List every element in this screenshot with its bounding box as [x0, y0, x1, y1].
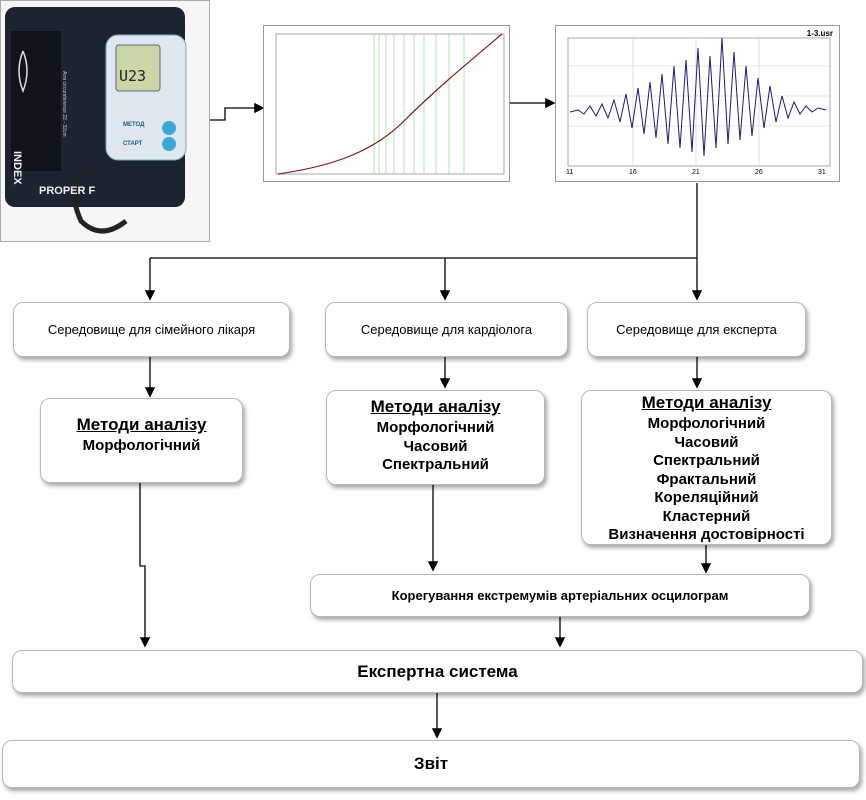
cuff-index-label: INDEX	[11, 151, 23, 185]
method-item: Часовий	[674, 433, 739, 451]
report-label: Звіт	[413, 754, 449, 773]
cardiologist-environment[interactable]: Середовище для кардіолога	[325, 302, 568, 357]
methods-heading: Методи аналізу	[76, 415, 207, 434]
oscillogram-plot: 1-3.usr 11 16 21 26 31	[555, 25, 840, 182]
device-display-readout: U23	[119, 67, 147, 85]
family-doctor-methods: Методи аналізу Морфологічний	[40, 398, 243, 483]
methods-heading: Методи аналізу	[641, 393, 772, 412]
cardiologist-environment-label: Середовище для кардіолога	[360, 322, 533, 337]
oscillogram-xtick: 11	[566, 169, 574, 176]
expert-environment[interactable]: Середовище для експерта	[587, 302, 806, 357]
cuff-proper-fit-label: PROPER F	[39, 185, 96, 197]
cardiologist-methods: Методи аналізу Морфологічний Часовий Спе…	[326, 390, 545, 485]
methods-heading: Методи аналізу	[370, 397, 501, 416]
method-item: Визначення достовірності	[608, 526, 805, 543]
method-item: Спектральний	[382, 456, 489, 473]
report-box[interactable]: Звіт	[2, 740, 860, 788]
family-doctor-environment-label: Середовище для сімейного лікаря	[47, 322, 256, 337]
trend-plot-svg	[275, 33, 505, 175]
extremum-correction-label: Корегування екстремумів артеріальних осц…	[391, 588, 729, 603]
cuff-circumference-label: Arm circumference 22 - 32cm	[61, 71, 67, 137]
expert-environment-label: Середовище для експерта	[616, 322, 777, 337]
method-item: Морфологічний	[647, 415, 766, 432]
oscillogram-xtick: 31	[818, 169, 826, 176]
family-doctor-environment[interactable]: Середовище для сімейного лікаря	[13, 302, 290, 357]
device-method-label[interactable]: МЕТОД	[123, 122, 145, 128]
method-item: Фрактальний	[656, 470, 757, 488]
method-item: Кореляційний	[654, 489, 759, 506]
method-item: Морфологічний	[82, 437, 201, 454]
method-item: Морфологічний	[376, 419, 495, 436]
method-item: Спектральний	[653, 452, 760, 469]
extremum-correction-box[interactable]: Корегування екстремумів артеріальних осц…	[310, 574, 810, 617]
arrow-family-to-expert-system	[139, 483, 151, 648]
blood-pressure-monitor-photo: U23 МЕТОД СТАРТ INDEX PROPER F Arm circu…	[0, 0, 210, 242]
oscillogram-xtick: 21	[692, 169, 700, 176]
expert-system-box[interactable]: Експертна система	[12, 650, 863, 693]
oscillogram-xtick: 16	[629, 169, 637, 176]
method-item: Часовий	[403, 437, 468, 455]
oscillogram-title: 1-3.usr	[806, 29, 833, 38]
oscillogram-xtick: 26	[755, 169, 763, 176]
expert-methods: Методи аналізу Морфологічний Часовий Спе…	[581, 390, 832, 545]
pressure-trend-plot	[263, 25, 510, 182]
method-item: Кластерний	[662, 507, 751, 525]
expert-system-label: Експертна система	[357, 661, 518, 681]
device-start-label[interactable]: СТАРТ	[123, 141, 143, 147]
